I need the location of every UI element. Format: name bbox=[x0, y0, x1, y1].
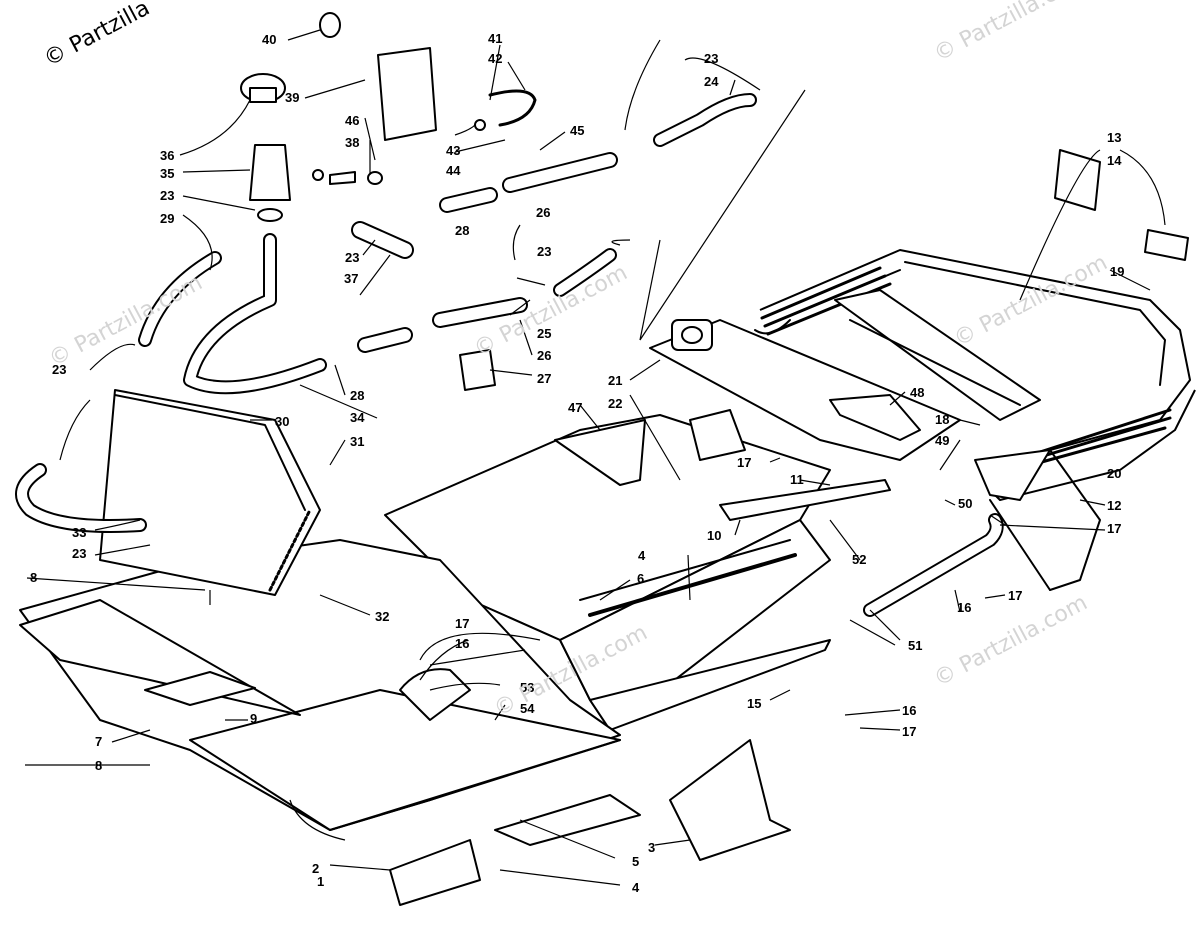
callout-33: 33 bbox=[72, 525, 86, 540]
callout-23: 23 bbox=[72, 546, 86, 561]
callout-48: 48 bbox=[910, 385, 924, 400]
heat-exchanger bbox=[99, 389, 321, 596]
callout-11: 11 bbox=[790, 472, 804, 487]
callout-39: 39 bbox=[285, 90, 299, 105]
callout-27: 27 bbox=[537, 371, 551, 386]
callout-25: 25 bbox=[537, 326, 551, 341]
callout-1: 1 bbox=[317, 874, 324, 889]
callout-32: 32 bbox=[375, 609, 389, 624]
callout-16: 16 bbox=[902, 703, 916, 718]
callout-36: 36 bbox=[160, 148, 174, 163]
callout-17: 17 bbox=[1008, 588, 1022, 603]
callout-24: 24 bbox=[704, 74, 719, 89]
mount-bracket bbox=[669, 739, 791, 861]
callout-10: 10 bbox=[707, 528, 721, 543]
callout-47: 47 bbox=[568, 400, 582, 415]
callout-41: 41 bbox=[488, 31, 502, 46]
coolant-hoses bbox=[15, 93, 1004, 617]
callout-3: 3 bbox=[648, 840, 655, 855]
callout-50: 50 bbox=[958, 496, 972, 511]
callout-30: 30 bbox=[275, 414, 289, 429]
callout-23: 23 bbox=[345, 250, 359, 265]
callout-8: 8 bbox=[95, 758, 102, 773]
callout-15: 15 bbox=[747, 696, 761, 711]
callout-23: 23 bbox=[52, 362, 66, 377]
callout-23: 23 bbox=[160, 188, 174, 203]
callout-23: 23 bbox=[704, 51, 718, 66]
callout-2: 2 bbox=[312, 861, 319, 876]
callout-4: 4 bbox=[632, 880, 640, 895]
callout-49: 49 bbox=[935, 433, 949, 448]
callout-7: 7 bbox=[95, 734, 102, 749]
callout-37: 37 bbox=[344, 271, 358, 286]
callout-54: 54 bbox=[520, 701, 535, 716]
callout-5: 5 bbox=[632, 854, 639, 869]
callout-14: 14 bbox=[1107, 153, 1122, 168]
callout-21: 21 bbox=[608, 373, 622, 388]
callout-18: 18 bbox=[935, 412, 949, 427]
callout-29: 29 bbox=[160, 211, 174, 226]
callout-46: 46 bbox=[345, 113, 359, 128]
callout-40: 40 bbox=[262, 32, 276, 47]
callout-45: 45 bbox=[570, 123, 584, 138]
callout-35: 35 bbox=[160, 166, 174, 181]
callout-17: 17 bbox=[902, 724, 916, 739]
coolant-tank-assembly bbox=[240, 12, 537, 222]
callout-22: 22 bbox=[608, 396, 622, 411]
callout-31: 31 bbox=[350, 434, 364, 449]
callout-13: 13 bbox=[1107, 130, 1121, 145]
callout-17: 17 bbox=[1107, 521, 1121, 536]
callout-34: 34 bbox=[350, 410, 365, 425]
callout-53: 53 bbox=[520, 680, 534, 695]
callout-28: 28 bbox=[455, 223, 469, 238]
callout-26: 26 bbox=[537, 348, 551, 363]
callout-17: 17 bbox=[737, 455, 751, 470]
callout-labels: 1 2 3 4 4 5 6 7 8 8 9 10 11 12 13 14 15 … bbox=[30, 31, 1124, 895]
callout-8: 8 bbox=[30, 570, 37, 585]
leader-lines bbox=[25, 29, 1166, 886]
callout-9: 9 bbox=[250, 711, 257, 726]
callout-51: 51 bbox=[908, 638, 922, 653]
callout-4: 4 bbox=[638, 548, 646, 563]
callout-28: 28 bbox=[350, 388, 364, 403]
callout-42: 42 bbox=[488, 51, 502, 66]
callout-20: 20 bbox=[1107, 466, 1121, 481]
callout-16: 16 bbox=[957, 600, 971, 615]
callout-44: 44 bbox=[446, 163, 461, 178]
callout-38: 38 bbox=[345, 135, 359, 150]
callout-19: 19 bbox=[1110, 264, 1124, 279]
callout-12: 12 bbox=[1107, 498, 1121, 513]
decal-plate bbox=[389, 839, 481, 906]
skid-plate bbox=[494, 794, 641, 846]
misc-parts bbox=[144, 149, 1189, 721]
callout-23: 23 bbox=[537, 244, 551, 259]
callout-52: 52 bbox=[852, 552, 866, 567]
callout-6: 6 bbox=[637, 571, 644, 586]
callout-17: 17 bbox=[455, 616, 469, 631]
callout-43: 43 bbox=[446, 143, 460, 158]
callout-26: 26 bbox=[536, 205, 550, 220]
callout-16: 16 bbox=[455, 636, 469, 651]
